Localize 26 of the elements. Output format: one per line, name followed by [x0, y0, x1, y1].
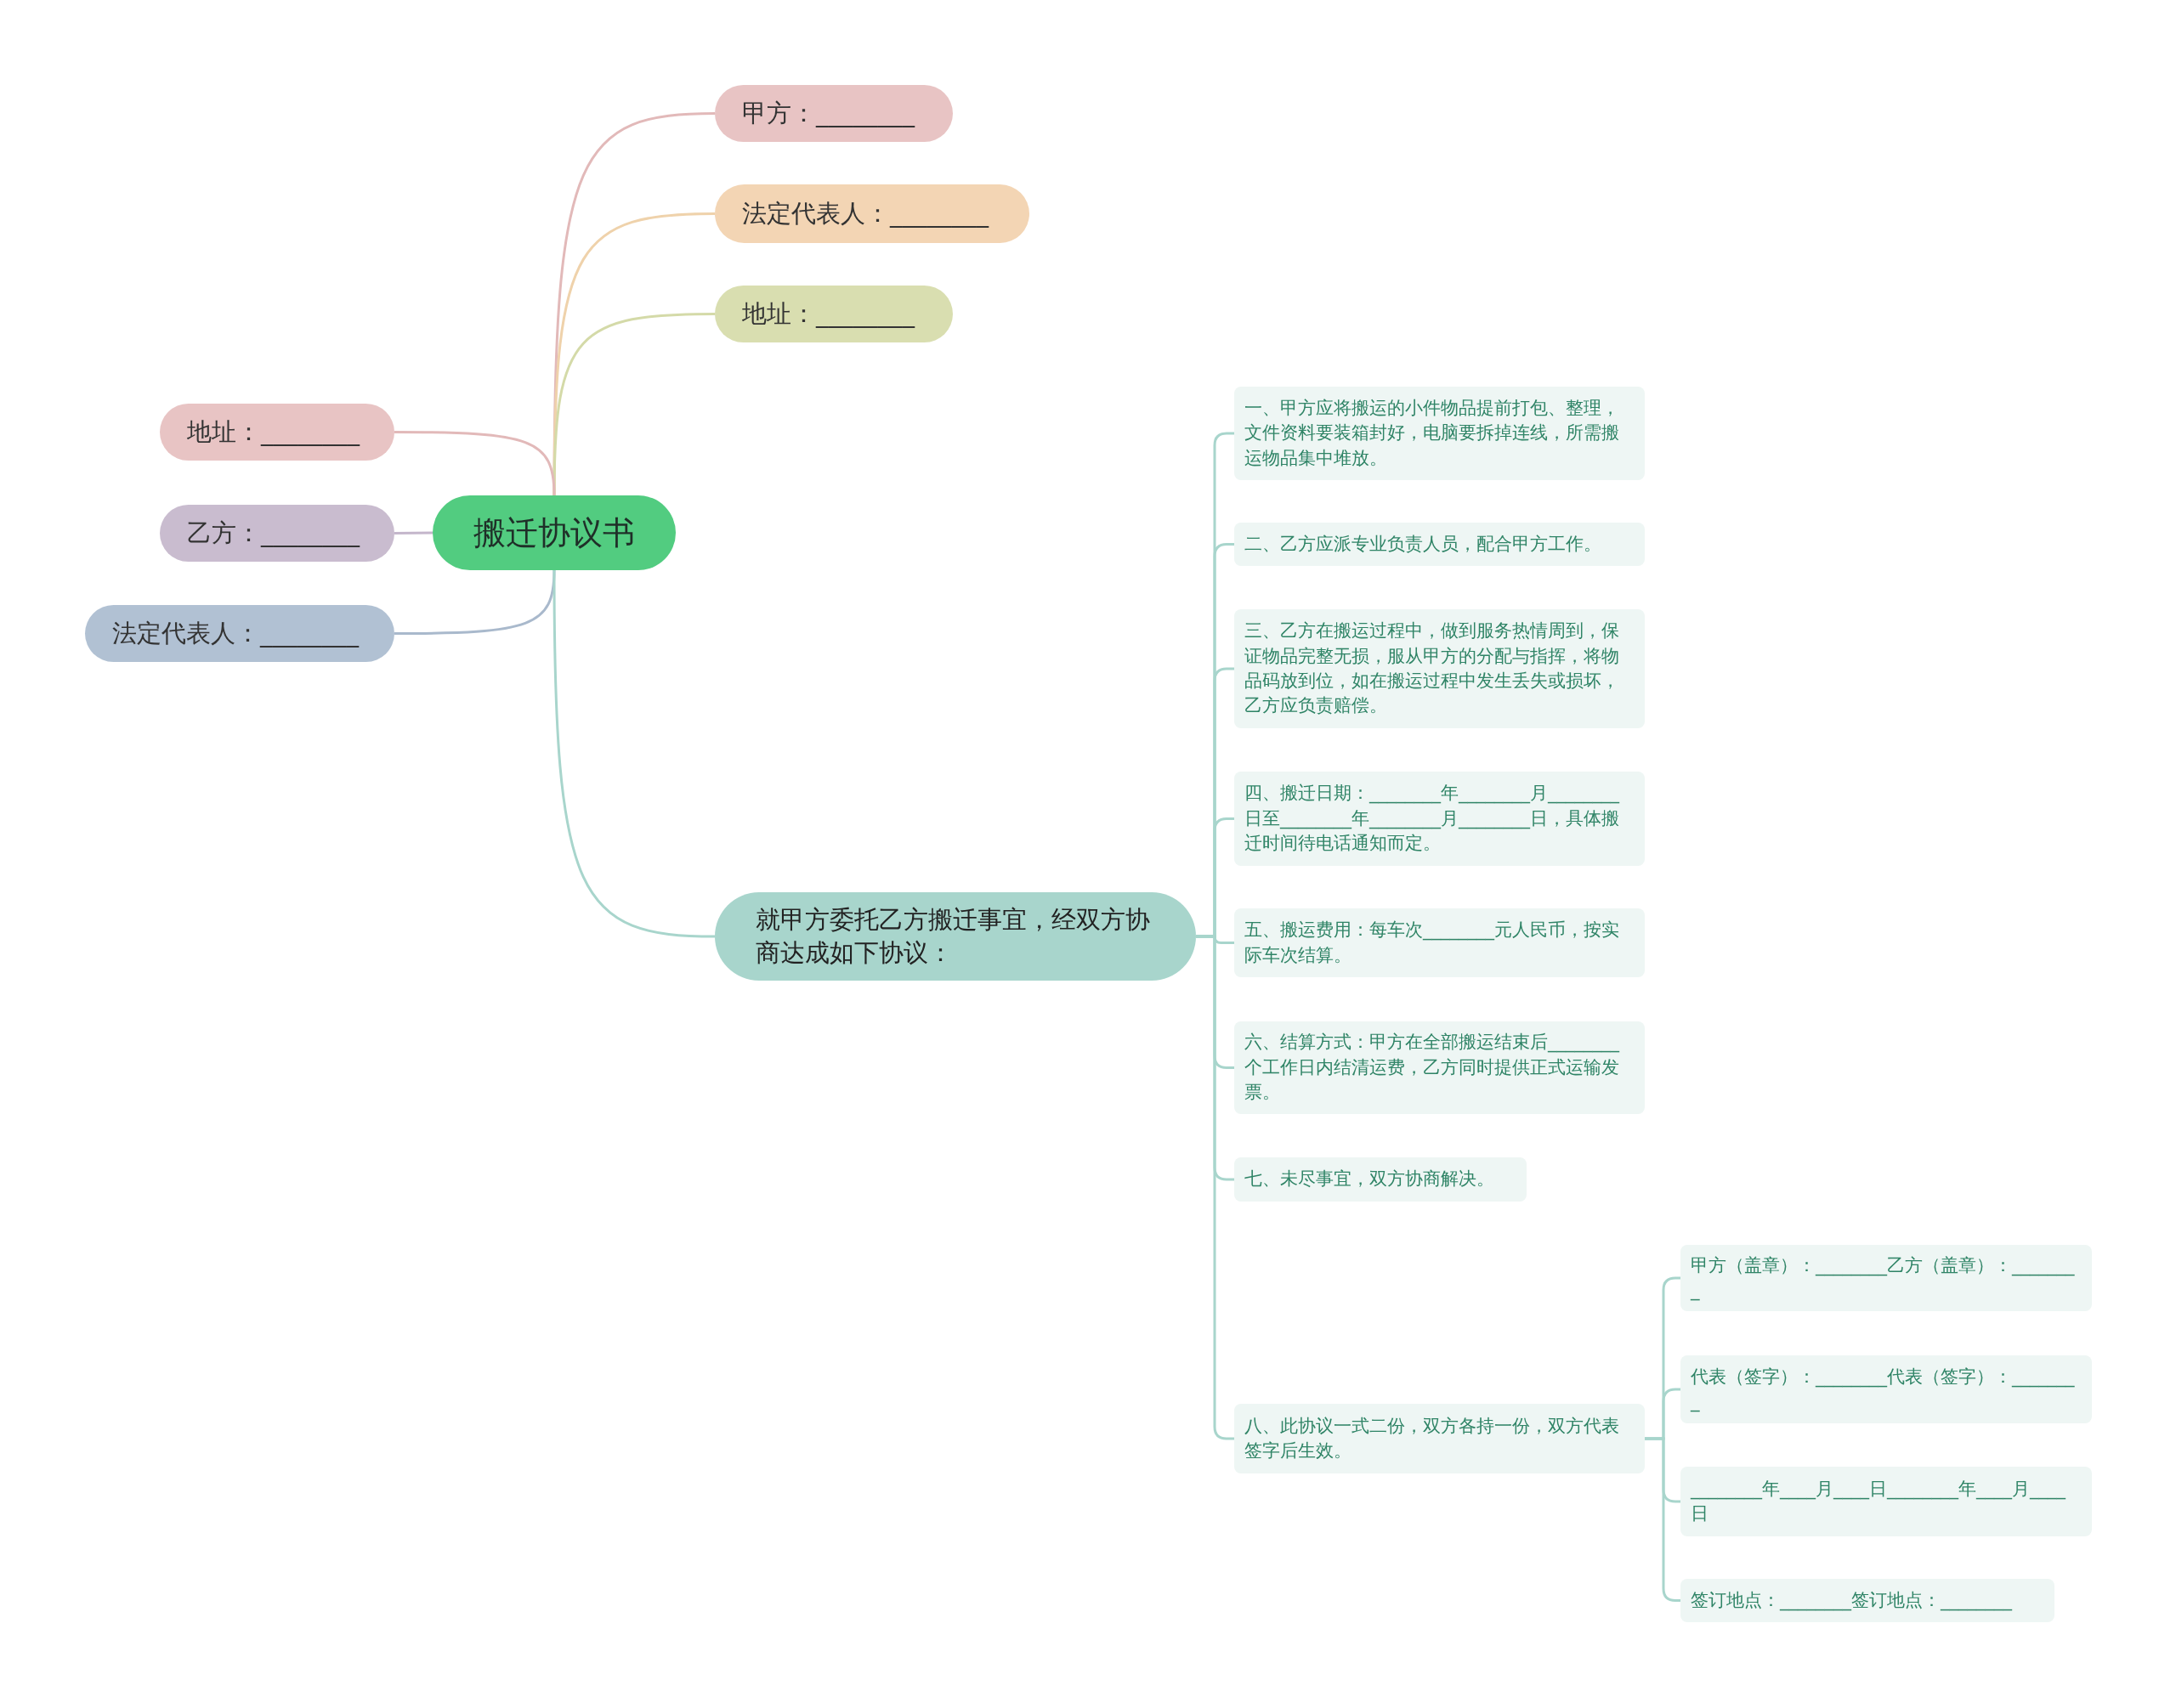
connector-line	[394, 431, 556, 496]
connector-line	[552, 570, 716, 938]
subtopic-pill: 就甲方委托乙方搬迁事宜，经双方协商达成如下协议：	[715, 892, 1196, 981]
topic-pill: 乙方：________	[160, 505, 394, 562]
clause-card: 四、搬迁日期：________年________月________日至________年________月________日，具体搬迁时间待电话通知而定。	[1234, 772, 1645, 866]
clause-card: 签订地点：________签订地点：________	[1680, 1579, 2054, 1622]
clause-card: 二、乙方应派专业负责人员，配合甲方工作。	[1234, 523, 1645, 566]
clause-card: 甲方（盖章）：________乙方（盖章）：________	[1680, 1245, 2092, 1311]
clause-card: 六、结算方式：甲方在全部搬运结束后________个工作日内结清运费，乙方同时提供正式运输发票。	[1234, 1021, 1645, 1114]
connector-line	[394, 531, 433, 534]
topic-pill: 甲方：________	[715, 85, 953, 142]
clause-card: 代表（签字）：________代表（签字）：________	[1680, 1355, 2092, 1423]
clause-card: 五、搬运费用：每车次________元人民币，按实际车次结算。	[1234, 908, 1645, 977]
clause-card: 八、此协议一式二份，双方各持一份，双方代表签字后生效。	[1234, 1404, 1645, 1473]
clause-card: 七、未尽事宜，双方协商解决。	[1234, 1157, 1527, 1202]
central-topic: 搬迁协议书	[433, 495, 676, 570]
topic-pill: 法定代表人：________	[85, 605, 394, 662]
connector-line	[552, 313, 716, 496]
connector-line	[394, 569, 556, 635]
topic-pill: 地址：________	[715, 286, 953, 342]
topic-pill: 法定代表人：________	[715, 184, 1029, 243]
clause-card: 三、乙方在搬运过程中，做到服务热情周到，保证物品完整无损，服从甲方的分配与指挥，将物品码放到位，如在搬运过程中发生丢失或损坏，乙方应负责赔偿。	[1234, 609, 1645, 728]
clause-card: ________年____月____日________年____月____日	[1680, 1467, 2092, 1536]
topic-pill: 地址：________	[160, 404, 394, 461]
connector-line	[1645, 1437, 1680, 1602]
clause-card: 一、甲方应将搬运的小件物品提前打包、整理，文件资料要装箱封好，电脑要拆掉连线，所需搬运物品集中堆放。	[1234, 387, 1645, 480]
